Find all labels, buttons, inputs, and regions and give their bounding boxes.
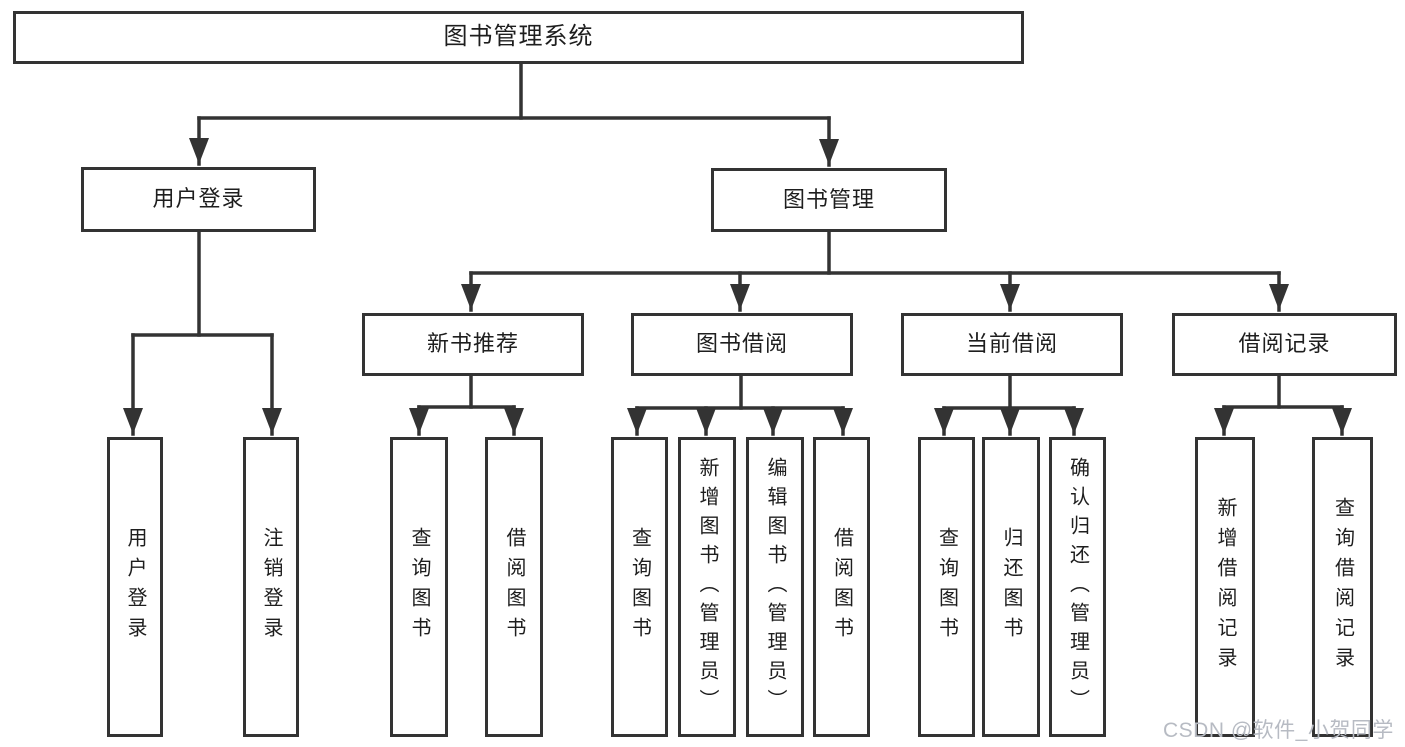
node-current-borrow: 当前借阅 xyxy=(901,313,1123,376)
node-book-borrow: 图书借阅 xyxy=(631,313,853,376)
leaf-add-books-admin: 新增图书（管理员） xyxy=(678,437,736,737)
node-root: 图书管理系统 xyxy=(13,11,1024,64)
leaf-add-borrow-record: 新增借阅记录 xyxy=(1195,437,1255,737)
leaf-borrow-books: 借阅图书 xyxy=(813,437,870,737)
leaf-return-books: 归还图书 xyxy=(982,437,1040,737)
leaf-logout: 注销登录 xyxy=(243,437,299,737)
leaf-query-books-current: 查询图书 xyxy=(918,437,975,737)
leaf-edit-books-admin: 编辑图书（管理员） xyxy=(746,437,804,737)
node-new-book-recommend: 新书推荐 xyxy=(362,313,584,376)
leaf-confirm-return-admin: 确认归还（管理员） xyxy=(1049,437,1106,737)
leaf-borrow-books-recommend: 借阅图书 xyxy=(485,437,543,737)
node-book-management: 图书管理 xyxy=(711,168,947,232)
leaf-query-borrow-record: 查询借阅记录 xyxy=(1312,437,1373,737)
leaf-query-books-recommend: 查询图书 xyxy=(390,437,448,737)
leaf-user-login: 用户登录 xyxy=(107,437,163,737)
watermark: CSDN @软件_小贺同学 xyxy=(1163,719,1394,742)
node-user-login: 用户登录 xyxy=(81,167,316,232)
node-borrow-records: 借阅记录 xyxy=(1172,313,1397,376)
leaf-query-books-borrow: 查询图书 xyxy=(611,437,668,737)
